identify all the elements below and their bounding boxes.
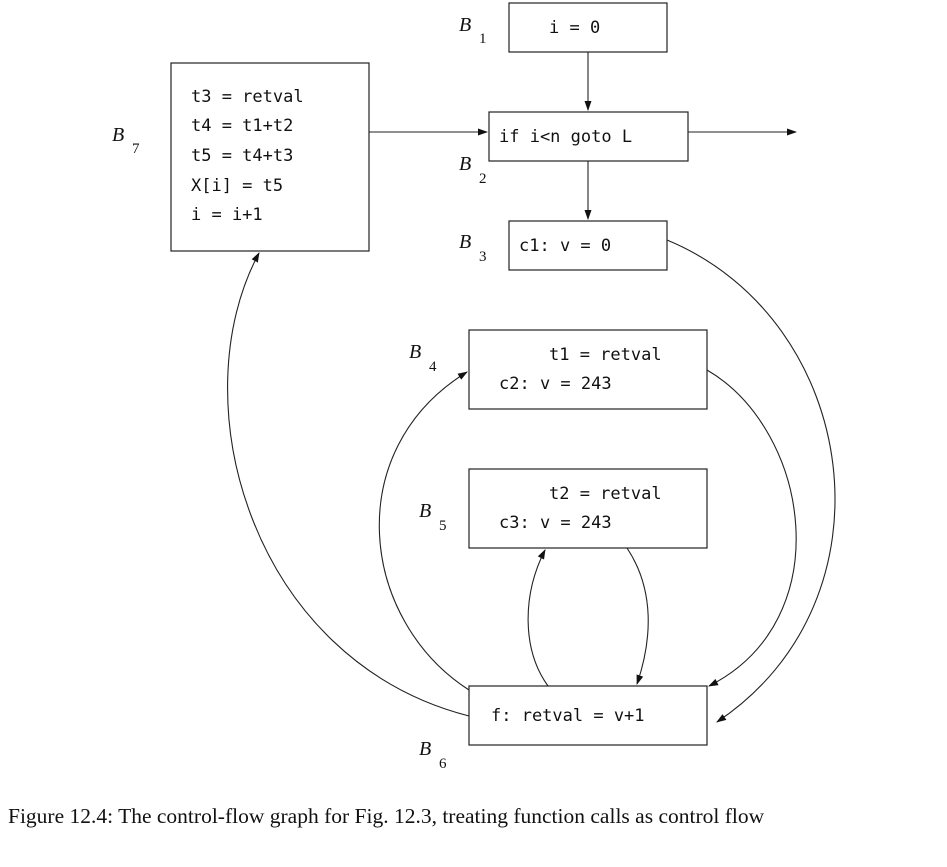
block-b2-label: B — [459, 153, 471, 175]
block-b4-label: B — [409, 341, 421, 363]
block-b1-subscript: 1 — [479, 31, 487, 47]
control-flow-graph: B 1 B 2 B 3 B 4 B 5 B 6 B 7 i = 0 if i<n… — [112, 2, 836, 772]
block-b4-line: t1 = retval — [549, 345, 662, 365]
edge-b6-b7 — [227, 252, 470, 717]
block-b6-line: f: retval = v+1 — [491, 706, 645, 726]
block-b5-subscript: 5 — [439, 518, 447, 534]
block-b6-subscript: 6 — [439, 756, 447, 772]
block-b3-subscript: 3 — [479, 249, 487, 265]
figure-caption: Figure 12.4: The control-flow graph for … — [8, 804, 765, 828]
block-b4-box — [468, 329, 708, 410]
block-b2-subscript: 2 — [479, 171, 487, 187]
edge-b4-b6 — [706, 369, 797, 687]
block-b1-line: i = 0 — [549, 18, 600, 38]
block-b6-label: B — [419, 738, 431, 760]
block-b3-label: B — [459, 231, 471, 253]
block-b7-box — [170, 62, 370, 252]
block-b6-box — [468, 685, 708, 746]
block-b2-box — [488, 111, 689, 162]
block-b5-label: B — [419, 500, 431, 522]
block-b5-line: t2 = retval — [549, 484, 662, 504]
block-b7-line: t3 = retval — [191, 87, 304, 107]
block-b4-subscript: 4 — [429, 359, 437, 375]
edge-b6-b5 — [527, 549, 549, 687]
block-b2-line: if i<n goto L — [499, 127, 632, 147]
block-b4-line: c2: v = 243 — [499, 374, 612, 394]
edge-b5-b6 — [626, 547, 649, 685]
block-b5-box — [468, 468, 708, 549]
block-b5-line: c3: v = 243 — [499, 513, 612, 533]
block-b7-line: t5 = t4+t3 — [191, 146, 293, 166]
block-b1-label: B — [459, 14, 471, 36]
block-b3-box — [508, 220, 668, 271]
block-b7-line: i = i+1 — [191, 205, 263, 225]
block-b7-label: B — [112, 124, 124, 146]
edge-b6-b4 — [378, 371, 470, 691]
block-b7-subscript: 7 — [132, 141, 140, 157]
block-b1-box — [508, 2, 668, 53]
block-b3-line: c1: v = 0 — [519, 236, 611, 256]
block-b7-line: X[i] = t5 — [191, 176, 283, 196]
block-b7-line: t4 = t1+t2 — [191, 116, 293, 136]
edge-b3-b6 — [666, 239, 836, 723]
